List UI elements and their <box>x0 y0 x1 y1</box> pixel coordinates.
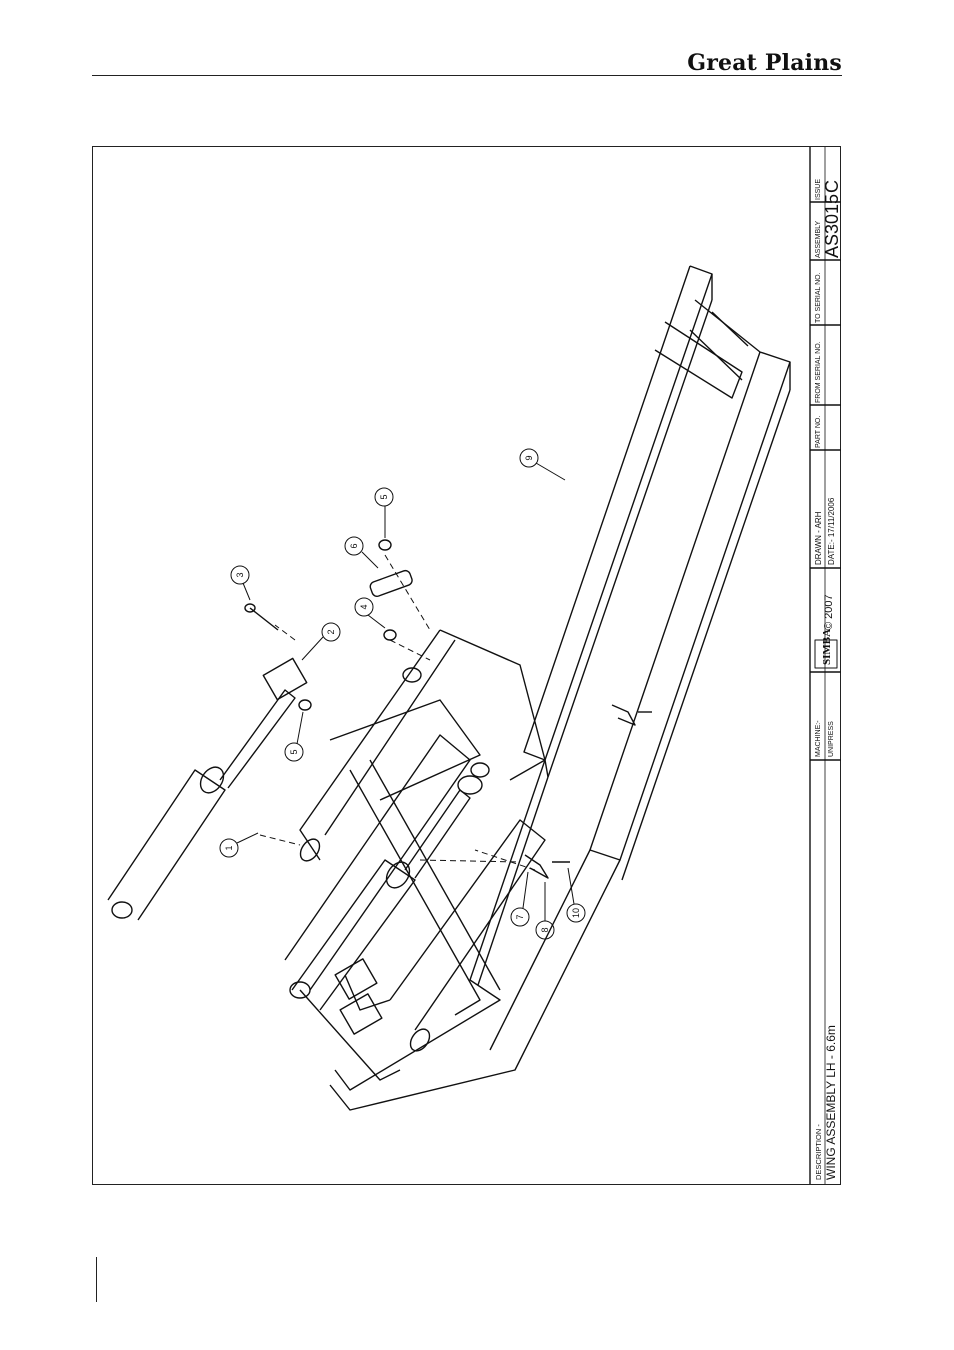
simba-logo: SIMBA <box>821 629 833 665</box>
issue-label: ISSUE <box>815 179 822 200</box>
callout-5b: 5 <box>379 494 389 499</box>
callout-1: 1 <box>224 845 234 850</box>
callout-8: 8 <box>540 927 550 932</box>
copyright: © 2007 <box>823 594 835 630</box>
small-parts <box>245 540 652 878</box>
assembly-label: ASSEMBLY <box>815 220 822 258</box>
callout-2: 2 <box>326 629 336 634</box>
machine-value: UNIPRESS <box>828 721 835 757</box>
issue-value: C <box>822 180 842 193</box>
to-serial-label: TO SERIAL NO. <box>815 272 822 323</box>
machine-label: MACHINE:- <box>815 720 822 757</box>
drawn-by: DRAWN - ARH <box>814 511 823 565</box>
explode-lines <box>260 555 535 870</box>
callout-4: 4 <box>359 604 369 609</box>
assembly-number: AS3015 <box>822 194 842 258</box>
description-value: WING ASSEMBLY LH - 6.6m <box>824 1025 838 1180</box>
hydraulic-cylinders <box>108 658 482 1010</box>
callout-6: 6 <box>349 543 359 548</box>
from-serial-label: FROM SERIAL NO. <box>815 341 822 403</box>
description-label: DESCRIPTION - <box>814 1124 823 1180</box>
callout-10: 10 <box>571 908 581 918</box>
part-no-label: PART NO. <box>815 416 822 448</box>
callout-7: 7 <box>515 914 525 919</box>
callout-5a: 5 <box>289 749 299 754</box>
callout-9: 9 <box>524 455 534 460</box>
drawing-date: DATE:- 17/11/2006 <box>827 497 836 565</box>
callout-3: 3 <box>235 572 245 577</box>
